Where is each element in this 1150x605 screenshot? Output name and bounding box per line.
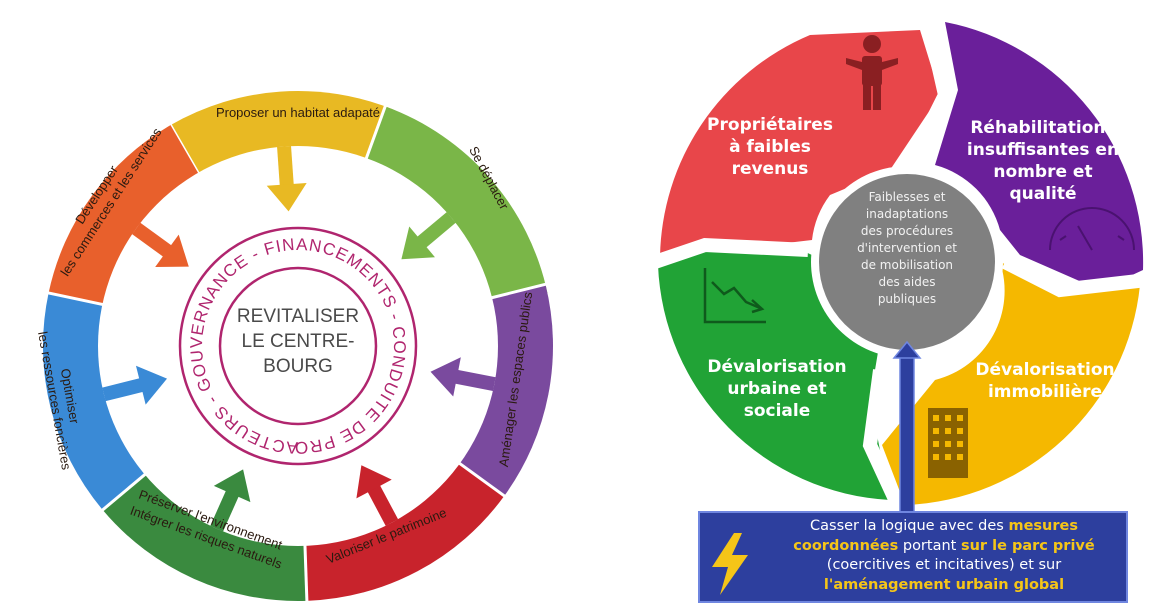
segment-devalorisation-urbaine xyxy=(658,240,890,500)
right-cycle-diagram: Faiblesses et inadaptations des procédures… xyxy=(652,18,1148,514)
banner-arrow xyxy=(892,340,922,514)
banner-part-2: portant xyxy=(898,537,961,554)
right-label-3-1: urbaine et xyxy=(727,379,826,399)
right-label-0-1: à faibles xyxy=(729,137,811,157)
building-icon xyxy=(928,408,968,478)
right-label-2-0: Dévalorisation xyxy=(975,360,1114,380)
center-title-line-2: LE CENTRE- xyxy=(242,331,355,352)
hub-line-1: inadaptations xyxy=(866,207,948,221)
right-label-1-3: qualité xyxy=(1009,184,1076,204)
center-title-line-1: REVITALISER xyxy=(237,306,359,327)
center-inner-ring xyxy=(218,266,378,426)
lightning-icon xyxy=(712,533,748,595)
segment-separators xyxy=(652,18,1148,513)
center-outer-ring xyxy=(178,226,418,466)
right-label-0-2: revenus xyxy=(732,159,809,179)
banner-part-1: mesures coordonnées xyxy=(793,518,1078,554)
person-icon xyxy=(846,35,898,110)
arrow-0 xyxy=(266,145,307,212)
banner-part-4: (coercitives et incitatives) et sur xyxy=(826,557,1062,573)
banner-part-0: Casser la logique avec des xyxy=(810,518,1009,534)
declining-chart-icon xyxy=(703,268,766,324)
arrow-5 xyxy=(102,365,168,405)
arrow-6 xyxy=(132,222,189,267)
arrow-4 xyxy=(210,469,251,532)
segment-label-habitat: Proposer un habitat adapaté xyxy=(216,105,380,120)
banner-part-3: sur le parc privé xyxy=(960,537,1095,554)
left-inner-disc xyxy=(98,146,498,546)
banner-part-5: l'aménagement urbain global xyxy=(823,576,1065,593)
right-label-3-2: sociale xyxy=(744,401,811,421)
right-label-1-2: nombre et xyxy=(993,162,1092,182)
hub-text: Faiblesses et inadaptations des procédures… xyxy=(857,190,957,306)
right-label-0-0: Propriétaires xyxy=(707,115,833,135)
right-label-2-1: immobilière xyxy=(988,382,1102,402)
right-label-1-0: Réhabilitations xyxy=(970,118,1115,138)
hub-circle xyxy=(819,174,995,350)
right-label-1-1: insuffisantes en xyxy=(967,140,1119,160)
center-title-line-3: BOURG xyxy=(263,356,333,377)
hub-line-6: publiques xyxy=(878,292,936,306)
hub-line-5: des aides xyxy=(878,275,935,289)
segment-rehabilitations xyxy=(935,22,1144,290)
action-banner: Casser la logique avec des mesures coord… xyxy=(698,511,1128,603)
hub-line-2: des procédures xyxy=(861,224,953,238)
hub-line-0: Faiblesses et xyxy=(869,190,946,204)
left-arrows xyxy=(102,145,496,532)
arrow-1 xyxy=(401,212,456,260)
left-cycle-diagram: ACTEURS - GOUVERNANCE - FINANCEMENTS - C… xyxy=(0,0,553,603)
arrow-3 xyxy=(356,465,399,526)
right-label-3-0: Dévalorisation xyxy=(707,357,846,377)
gauge-icon xyxy=(1049,207,1135,251)
banner-text: Casser la logique avec des mesures coord… xyxy=(766,517,1122,595)
arrow-2 xyxy=(430,357,496,397)
hub-line-3: d'intervention et xyxy=(857,241,957,255)
hub-line-4: de mobilisation xyxy=(861,258,953,272)
